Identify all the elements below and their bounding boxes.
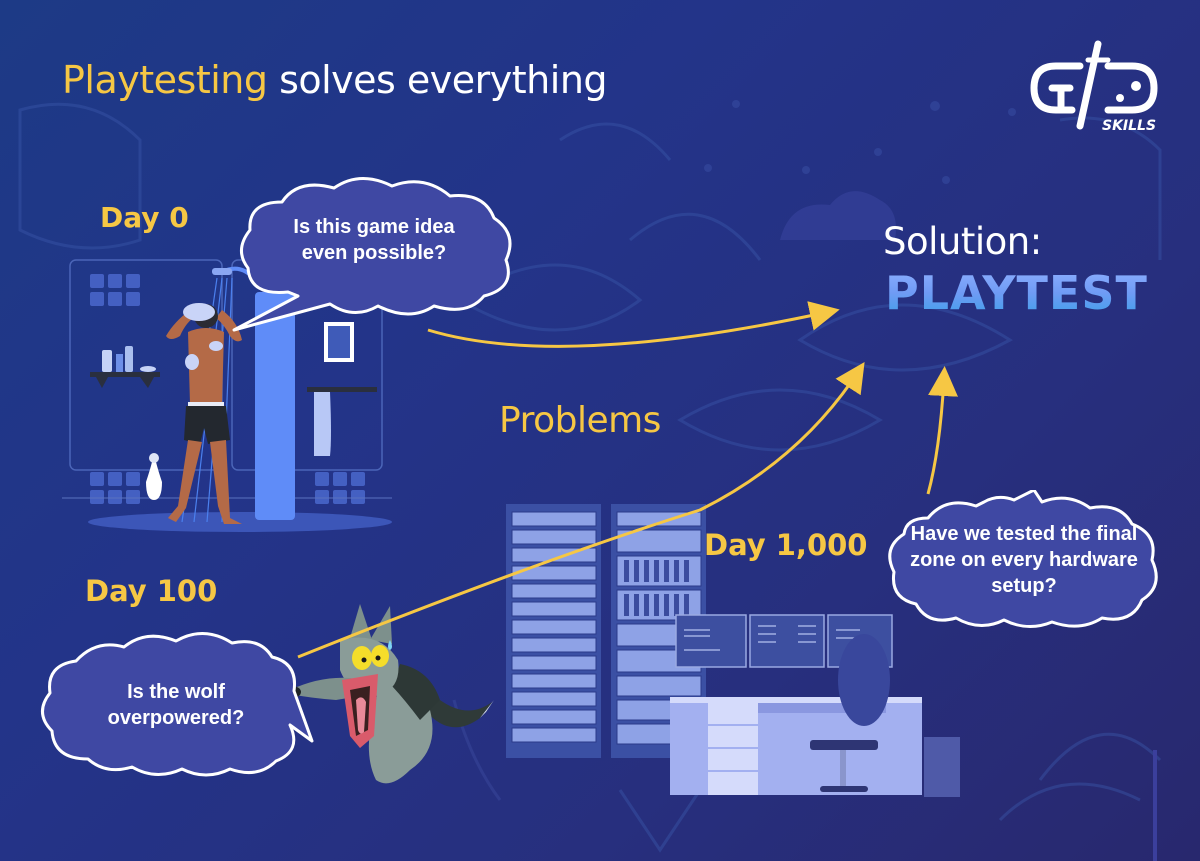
cloud-bubble-icon <box>41 632 314 777</box>
thought-bubble-day-100: Is the wolf overpowered? <box>36 621 316 779</box>
bubble-question-day-100: Is the wolf overpowered? <box>107 681 245 729</box>
gd-skills-logo-icon: SKILLS <box>1030 40 1158 134</box>
problems-label: Problems <box>499 400 661 441</box>
day-100-label: Day 100 <box>85 574 218 608</box>
arrow-day1000-to-solution <box>926 366 958 495</box>
thought-bubble-day-0: Is this game idea even possible? <box>228 172 520 332</box>
logo-text: SKILLS <box>1102 118 1156 134</box>
cloud-bubble-icon <box>888 490 1158 628</box>
bubble-question-day-1000: Have we tested the final zone on every h… <box>910 523 1138 597</box>
thought-bubble-day-1000: Have we tested the final zone on every h… <box>884 490 1164 630</box>
cloud-bubble-icon <box>232 176 512 332</box>
solution-label: Solution: <box>883 220 1042 263</box>
title-rest: solves everything <box>267 58 608 102</box>
page-title: Playtesting solves everything <box>62 58 608 102</box>
title-highlight: Playtesting <box>62 58 268 102</box>
bubble-question-day-0: Is this game idea even possible? <box>293 216 455 264</box>
gd-skills-logo: SKILLS <box>1028 30 1168 140</box>
day-0-label: Day 0 <box>100 201 189 234</box>
solution-playtest: PLAYTEST <box>885 266 1148 320</box>
